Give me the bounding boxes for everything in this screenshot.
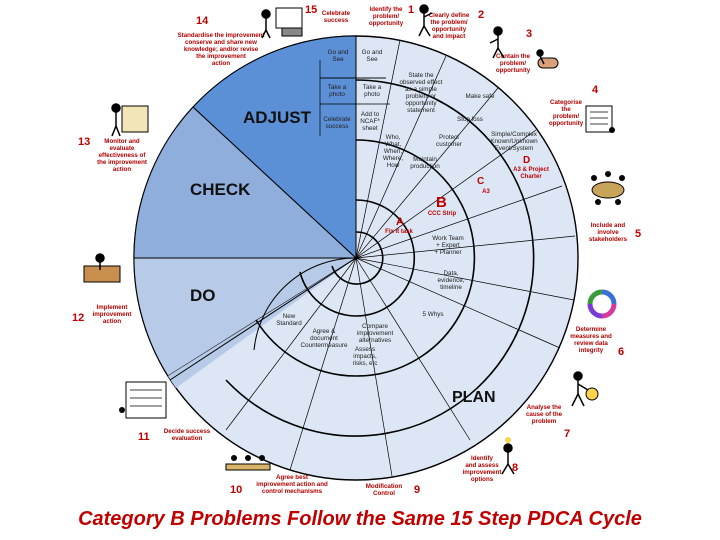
label-who-what: Who, What, When, Where, How [382,134,404,169]
step-3-text: Contain the problem/ opportunity [495,53,531,74]
level-arc-d [225,79,535,437]
level-d: D [523,155,531,166]
adjust-quadrant [192,35,357,260]
label-protect-customer: Protect customer [436,134,462,148]
step-14-text: Standardise the improvement conserve and… [177,32,265,67]
label-assess-impacts: Assess impacts, risks, etc [352,346,378,367]
quadrant-adjust: ADJUST [243,108,312,127]
figure-step-11 [119,381,167,419]
label-add-to-ncaf: Add to NCAF* sheet [360,111,380,132]
do-quadrant [133,257,358,377]
label-celebrate-success: Celebrate success [323,116,351,130]
level-arc-c [255,139,476,377]
label-compare-alternatives: Compare improvement alternatives [356,323,394,344]
level-d-note: A3 & Project Charter [513,167,549,180]
step-3-number: 3 [526,28,533,40]
label-maintain-production: Maintain production [410,156,440,170]
label-new-standard: New Standard [276,313,302,327]
label-make-safe: Make safe [465,93,495,100]
figure-step-13 [111,103,149,137]
label-agree-document: Agree & document Countermeasure [300,328,348,349]
figure-step-14 [261,7,303,39]
level-c-note: A3 [482,189,490,195]
level-a-note: Fix it task [385,229,413,235]
label-five-whys: 5 Whys [422,311,444,318]
figure-step-2 [489,26,505,59]
step-5-number: 5 [635,228,642,240]
step-9-number: 9 [414,484,421,496]
diagram-caption: Category B Problems Follow the Same 15 S… [78,508,642,530]
step-1-text: Identify the problem/ opportunity [368,6,404,27]
figure-step-8 [501,437,515,475]
level-a: A [396,216,404,228]
step-11-text: Decide success evaluation [163,428,211,442]
label-work-team: Work Team + Expert + Planner [432,235,464,256]
step-10-number: 10 [230,484,243,496]
label-take-photo-1: Take a photo [327,84,347,98]
figure-step-7 [571,371,599,407]
step-12-text: Implement improvement action [92,304,132,325]
step-6-text: Determine measures and review data integ… [570,326,612,354]
figure-step-6 [587,289,617,319]
step-9-text: Modification Control [365,483,403,497]
step-15-number: 15 [305,4,318,16]
step-2-number: 2 [478,9,485,21]
quadrant-do: DO [190,286,216,305]
step-4-text: Categorise the problem/ opportunity [548,99,584,127]
figure-step-10 [225,455,271,471]
level-b-note: CCC Strip [427,211,457,217]
step-11-number: 11 [138,431,150,443]
figure-step-12 [83,253,121,283]
step-12-number: 12 [72,312,85,324]
step-5-text: Include and involve stakeholders [588,222,628,243]
step-14-number: 14 [196,15,209,27]
level-arc-a [331,231,384,285]
step-6-number: 6 [618,346,625,358]
figure-step-4 [585,105,615,133]
figure-step-5 [591,171,625,205]
check-quadrant [133,106,358,259]
step-13-number: 13 [78,136,91,148]
step-7-number: 7 [564,428,571,440]
step-8-number: 8 [512,462,519,474]
figure-step-3 [536,49,559,69]
level-b: B [436,194,447,211]
step-8-text: Identify and assess improvement options [462,455,502,483]
step-4-number: 4 [592,84,599,96]
step-10-text: Agree best improvement action and contro… [256,474,328,495]
label-take-photo-2: Take a photo [362,84,382,98]
label-go-and-see-1: Go and See [327,49,349,63]
step-7-text: Analyse the cause of the problem [525,404,563,425]
step-2-text: Clearly define the problem/ opportunity … [428,12,470,40]
quadrant-plan: PLAN [452,389,496,406]
step-1-number: 1 [408,4,415,16]
figure-step-1 [418,4,433,37]
label-state-observed: State the observed effect as a simple pr… [399,72,443,114]
label-go-and-see-2: Go and See [361,49,383,63]
step-15-text: Celebrate success [321,10,351,24]
quadrant-check: CHECK [190,180,251,199]
level-c: C [477,176,485,187]
label-data-evidence: Data, evidence, timeline [437,270,465,291]
step-13-text: Monitor and evaluate effectiveness of th… [97,138,147,173]
label-stop-loss: Stop loss [457,116,483,123]
label-simple-complex: Simple/Complex Known/Unknown Event/Syste… [490,131,538,152]
